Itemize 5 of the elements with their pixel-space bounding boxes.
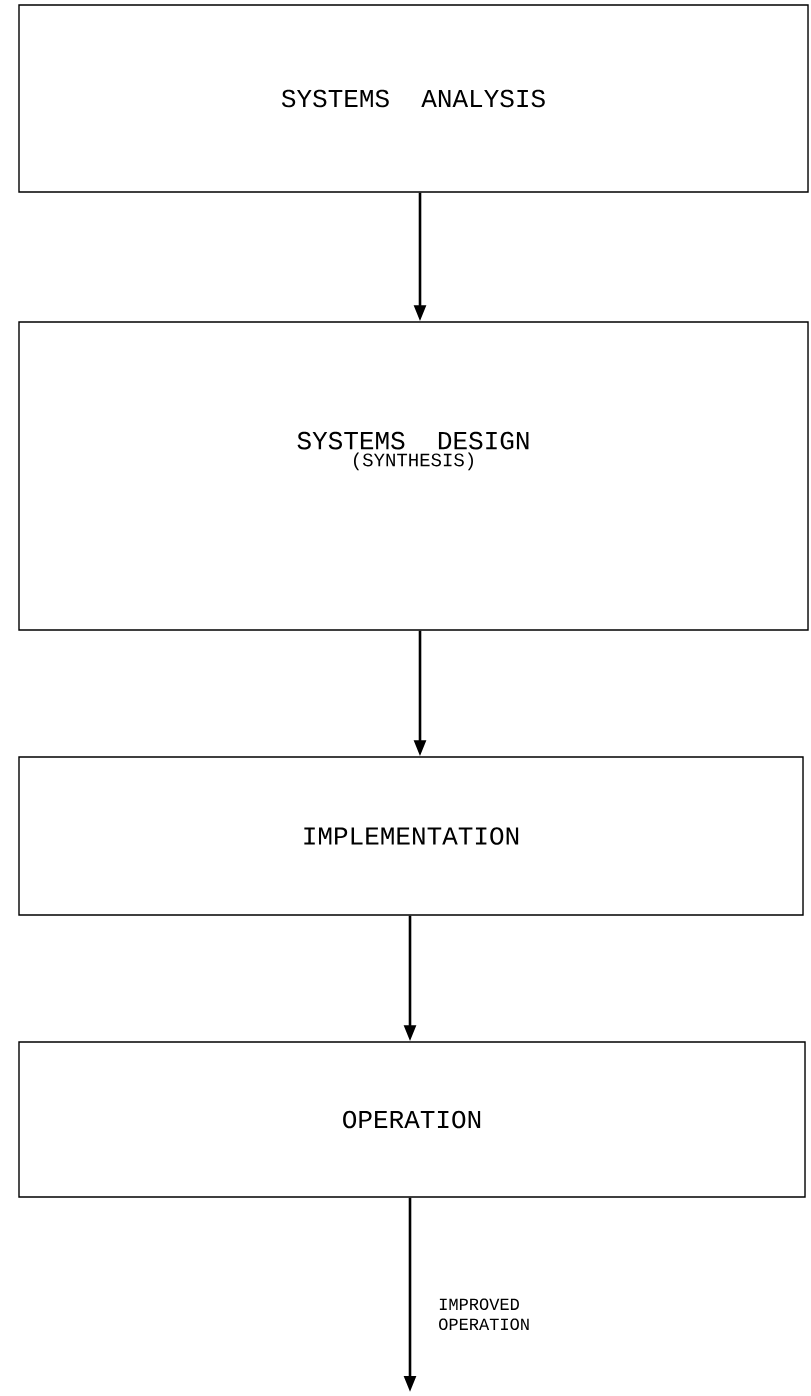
process-box: OPERATION	[18, 1041, 806, 1198]
process-box: SYSTEMS ANALYSIS	[18, 4, 809, 193]
process-box: SYSTEMS DESIGN (SYNTHESIS)	[18, 321, 809, 631]
process-box: IMPLEMENTATION	[18, 756, 804, 916]
edge-label: IMPROVED OPERATION	[439, 1298, 529, 1331]
